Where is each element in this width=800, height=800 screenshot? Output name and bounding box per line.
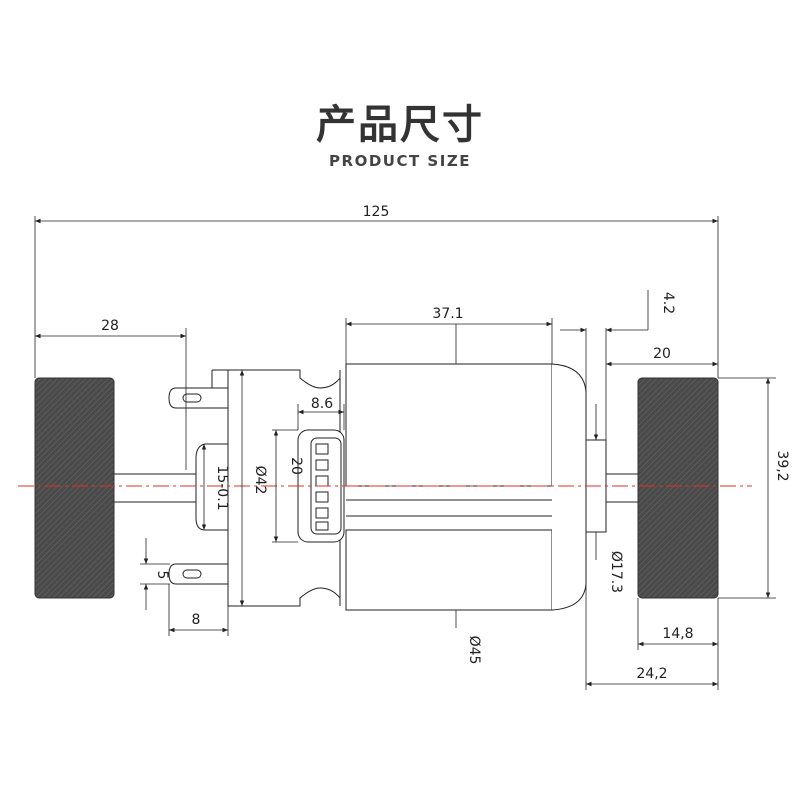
- dim-20-connector-label: 20: [288, 457, 304, 475]
- dim-17-3-label: Ø17.3: [608, 551, 624, 593]
- connector-block: [297, 429, 345, 543]
- dim-8-label: 8: [192, 612, 201, 628]
- dim-39-2-label: 39,2: [774, 450, 790, 481]
- right-shaft: [606, 473, 638, 503]
- left-shaft: [114, 473, 196, 503]
- end-cap: [227, 369, 341, 607]
- motor-can: [345, 363, 587, 611]
- dim-24-2-label: 24,2: [636, 666, 667, 682]
- page-title: 产品尺寸: [316, 102, 484, 148]
- right-wheel: [637, 377, 719, 599]
- dim-14-8-label: 14,8: [662, 626, 693, 642]
- dim-42-label: Ø42: [252, 466, 268, 495]
- dim-45-label: Ø45: [466, 636, 482, 665]
- terminal-top: [168, 369, 228, 409]
- dim-15-label: 15-0.1: [214, 465, 230, 510]
- dim-overall-label: 125: [363, 204, 390, 220]
- page-subtitle: PRODUCT SIZE: [329, 152, 471, 170]
- dim-4-2-label: 4.2: [660, 292, 676, 314]
- dim-8-6-label: 8.6: [311, 396, 333, 412]
- dim-28-label: 28: [101, 318, 119, 334]
- dim-20-right-label: 20: [653, 346, 671, 362]
- left-wheel: [34, 377, 115, 599]
- dim-37-label: 37.1: [432, 306, 463, 322]
- dim-5-label: 5: [154, 571, 170, 580]
- terminal-bottom: [168, 563, 228, 585]
